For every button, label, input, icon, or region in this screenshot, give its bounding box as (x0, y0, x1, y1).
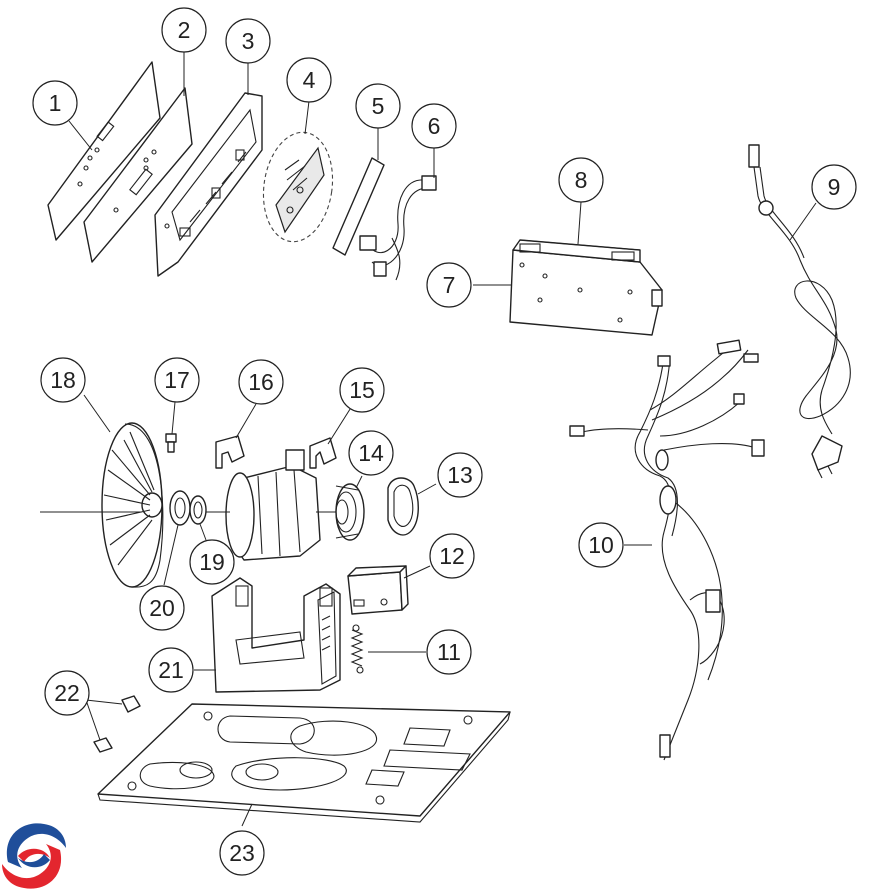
callout-13: 13 (437, 452, 483, 498)
part-21-motor-support (211, 577, 341, 693)
svg-text:23: 23 (229, 840, 255, 866)
svg-text:8: 8 (575, 167, 588, 193)
svg-text:9: 9 (828, 174, 841, 200)
callout-10: 10 (578, 522, 624, 568)
part-22-clips (93, 695, 141, 753)
callout-8: 8 (558, 157, 604, 203)
brand-logo-icon (2, 823, 67, 889)
svg-text:3: 3 (242, 28, 255, 54)
part-14-pulley (335, 483, 365, 541)
part-4-control-board (262, 131, 334, 243)
part-1-front-panel-overlay (47, 61, 161, 241)
part-23-base-plate (97, 703, 511, 823)
part-5-gasket-strip (332, 157, 385, 256)
svg-text:17: 17 (164, 367, 190, 393)
part-6-wiring-connector (359, 175, 437, 281)
callout-16: 16 (238, 359, 284, 405)
callout-7: 7 (426, 262, 472, 308)
callout-3: 3 (225, 18, 271, 64)
svg-text:6: 6 (428, 113, 441, 139)
svg-text:18: 18 (50, 367, 76, 393)
callout-11: 11 (426, 629, 472, 675)
callout-12: 12 (429, 533, 475, 579)
callout-20: 20 (139, 585, 185, 631)
part-19-bearing-seal (189, 495, 207, 525)
callout-22: 22 (44, 670, 90, 716)
svg-text:21: 21 (158, 657, 184, 683)
svg-text:1: 1 (49, 90, 62, 116)
part-10-wiring-harness (569, 339, 765, 761)
part-12-capacitor (347, 565, 409, 615)
callout-1: 1 (32, 80, 78, 126)
svg-text:16: 16 (248, 369, 274, 395)
part-13-belt (387, 477, 419, 536)
svg-text:22: 22 (54, 680, 80, 706)
svg-text:4: 4 (303, 67, 316, 93)
svg-text:5: 5 (372, 93, 385, 119)
svg-text:2: 2 (178, 17, 191, 43)
part-11-spring (350, 624, 364, 674)
svg-text:14: 14 (358, 440, 384, 466)
motor-body (206, 449, 338, 561)
part-20-bearing-ring (169, 490, 191, 526)
svg-text:10: 10 (588, 532, 614, 558)
svg-text:11: 11 (437, 639, 461, 665)
part-9-power-cord (748, 144, 851, 479)
svg-text:13: 13 (447, 462, 473, 488)
callout-23: 23 (219, 830, 265, 876)
callout-18: 18 (40, 357, 86, 403)
callout-21: 21 (148, 647, 194, 693)
callout-15: 15 (339, 367, 385, 413)
part-7-8-electronic-module (509, 239, 663, 336)
callout-5: 5 (355, 83, 401, 129)
part-15-motor-clamp (309, 437, 337, 469)
svg-text:19: 19 (199, 549, 225, 575)
part-17-screw (165, 433, 177, 453)
part-18-fan-wheel (40, 422, 164, 588)
svg-text:7: 7 (443, 272, 456, 298)
callout-4: 4 (286, 57, 332, 103)
callout-6: 6 (411, 103, 457, 149)
callout-9: 9 (811, 164, 857, 210)
leader-lines (68, 52, 817, 827)
callout-14: 14 (348, 430, 394, 476)
callout-19: 19 (189, 539, 235, 585)
part-2-control-panel-overlay (83, 87, 193, 263)
part-16-motor-clamp (215, 435, 245, 469)
part-3-console-housing (154, 92, 263, 277)
callout-2: 2 (161, 7, 207, 53)
svg-text:20: 20 (149, 595, 175, 621)
svg-text:15: 15 (349, 377, 375, 403)
svg-text:12: 12 (439, 543, 465, 569)
callout-17: 17 (154, 357, 200, 403)
